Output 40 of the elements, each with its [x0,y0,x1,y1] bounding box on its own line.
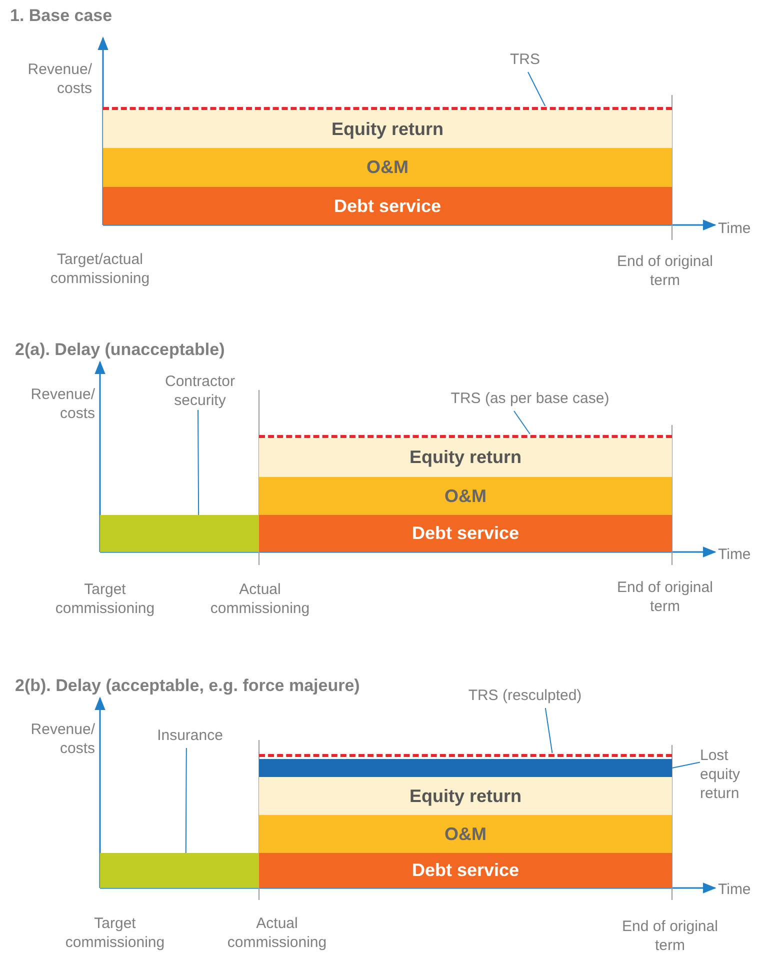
stacked-band: O&M [103,148,672,187]
panel-heading: 2(a). Delay (unacceptable) [15,340,226,359]
axis-label: Actual commissioning [209,580,311,618]
axis-label: Revenue/ costs [26,60,92,98]
axis-label: End of original term [621,917,719,955]
axis-label: Revenue/ costs [30,385,95,423]
axis-label: Time [718,880,752,899]
stacked-band: O&M [259,815,672,853]
stacked-band: Equity return [259,438,672,477]
leader-line [544,708,553,754]
stacked-band: O&M [259,477,672,515]
callout-text: TRS (resculpted) [440,686,610,708]
axis-label: Target/actual commissioning [49,250,151,288]
leader-line [185,748,187,854]
axis-label: End of original term [616,578,714,616]
axis-label: Actual commissioning [226,914,328,952]
axis-label: Time [718,545,752,564]
delay-bar [100,853,259,888]
delay-bar [100,515,259,552]
leader-line [672,762,700,768]
axis-label: Time [718,219,752,238]
panel-heading: 1. Base case [10,6,114,25]
lost-return-bar [259,759,672,777]
leader-line [198,410,200,516]
stacked-band: Debt service [259,853,672,888]
callout-text: Insurance [145,726,235,748]
stacked-band: Debt service [103,187,672,225]
leader-line [528,72,546,106]
axis-label: Target commissioning [64,914,166,952]
stacked-band: Equity return [103,110,672,148]
axis-label: End of original term [616,252,714,290]
axis-label: Target commissioning [54,580,156,618]
stacked-band: Debt service [259,515,672,552]
leader-line [514,410,530,434]
axis-label: Revenue/ costs [30,720,95,758]
callout-text: TRS (as per base case) [430,389,630,411]
callout-text: Lost equity return [700,746,760,806]
callout-text: Contractor security [150,372,250,410]
callout-text: TRS [495,50,555,72]
stacked-band: Equity return [259,777,672,815]
